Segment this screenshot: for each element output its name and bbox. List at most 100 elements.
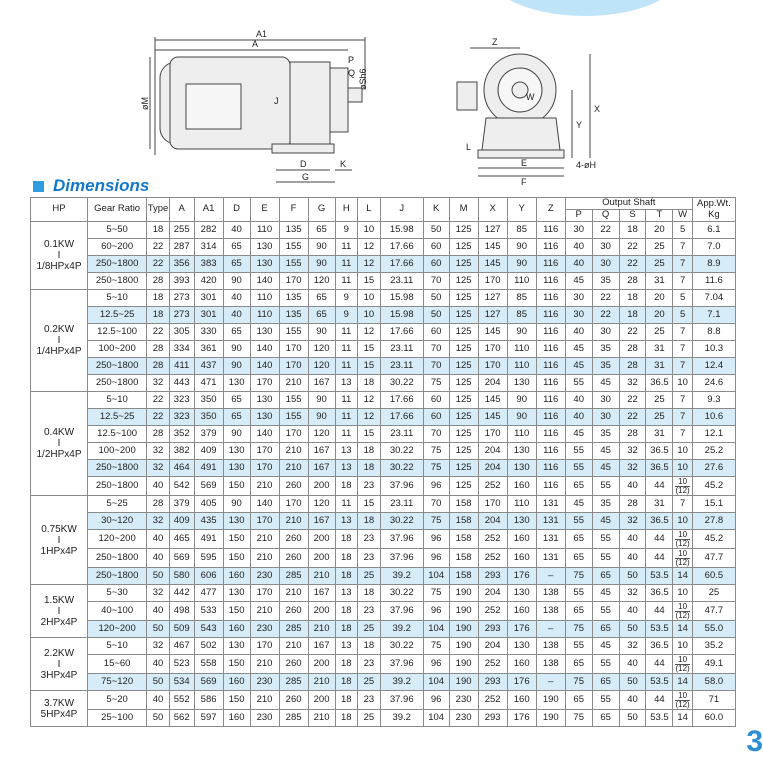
- table-cell: 18: [357, 374, 381, 392]
- table-cell: 287: [168, 238, 195, 256]
- table-cell: 96: [422, 601, 450, 621]
- table-cell: 50: [146, 673, 170, 691]
- table-cell: 45.2: [691, 476, 737, 496]
- table-cell: 190: [448, 637, 479, 655]
- table-cell: 116: [535, 408, 566, 426]
- table-cell: 285: [278, 567, 309, 585]
- table-cell: 44: [645, 476, 674, 496]
- table-cell: 36.5: [645, 459, 674, 477]
- table-cell: 55: [564, 442, 593, 460]
- fraction-value: 10(12): [675, 477, 690, 495]
- dimension-drawings: A1 A P Q øSh6 øM J D G K Z W X Y L E F 4…: [140, 29, 600, 187]
- table-cell: 285: [278, 673, 309, 691]
- drawing-label-y: Y: [576, 120, 582, 130]
- table-cell: 40: [564, 323, 593, 341]
- table-cell: 18: [334, 567, 359, 585]
- table-cell: 40: [618, 476, 647, 496]
- table-cell: 210: [307, 709, 336, 727]
- table-cell: 176: [506, 620, 537, 638]
- table-cell: 22: [618, 391, 647, 409]
- table-cell: 138: [535, 584, 566, 602]
- gear-ratio-cell: 250~1800: [87, 374, 148, 392]
- table-cell: 30.22: [379, 584, 424, 602]
- table-cell: 6.1: [691, 221, 737, 239]
- table-cell: 125: [448, 357, 479, 375]
- table-cell: 22: [591, 289, 620, 307]
- table-cell: 85: [506, 289, 537, 307]
- table-cell: 18: [357, 442, 381, 460]
- table-cell: 350: [193, 408, 224, 426]
- table-cell: 467: [168, 637, 195, 655]
- header-shaft-p: P: [564, 209, 593, 222]
- table-cell: 36.5: [645, 584, 674, 602]
- table-cell: 116: [535, 442, 566, 460]
- table-cell: 125: [448, 221, 479, 239]
- table-cell: 75: [422, 374, 450, 392]
- drawing-label-p: P: [348, 55, 354, 65]
- table-cell: 210: [249, 601, 280, 621]
- header-h: H: [334, 197, 359, 222]
- table-cell: 11: [334, 425, 359, 443]
- table-cell: 17.66: [379, 323, 424, 341]
- header-weight-line2: Kg: [708, 208, 720, 220]
- gear-ratio-cell: 100~200: [87, 442, 148, 460]
- table-cell: 200: [307, 654, 336, 674]
- table-cell: 7: [672, 255, 693, 273]
- table-cell: 90: [222, 272, 251, 290]
- table-cell: 130: [249, 408, 280, 426]
- table-cell: 75: [422, 584, 450, 602]
- table-cell: 170: [249, 374, 280, 392]
- table-cell: 8.9: [691, 255, 737, 273]
- table-cell: 18: [334, 673, 359, 691]
- table-cell: 160: [506, 529, 537, 549]
- header-shaft-s: S: [618, 209, 647, 222]
- table-cell: 7.04: [691, 289, 737, 307]
- table-cell: 32: [146, 584, 170, 602]
- fraction-value: 10(12): [675, 602, 690, 620]
- table-cell: 210: [307, 673, 336, 691]
- gear-ratio-cell: 5~30: [87, 584, 148, 602]
- table-cell: 10: [357, 289, 381, 307]
- table-cell: 53.5: [645, 620, 674, 638]
- header-e: E: [249, 197, 280, 222]
- hp-line: I: [57, 658, 61, 670]
- table-cell: 30: [564, 306, 593, 324]
- table-cell: 10: [357, 221, 381, 239]
- table-cell: 12: [357, 391, 381, 409]
- drawing-label-a1: A1: [256, 29, 267, 39]
- table-cell: 18: [334, 690, 359, 710]
- table-cell: 9: [334, 289, 359, 307]
- drawing-label-d: D: [300, 159, 307, 169]
- gear-ratio-cell: 75~120: [87, 673, 148, 691]
- table-cell: 53.5: [645, 709, 674, 727]
- table-cell: 96: [422, 476, 450, 496]
- table-cell: 53.5: [645, 673, 674, 691]
- header-l: L: [357, 197, 381, 222]
- table-cell: 15: [357, 495, 381, 513]
- gear-ratio-cell: 120~200: [87, 529, 148, 549]
- table-cell: 130: [506, 442, 537, 460]
- table-cell: 158: [448, 495, 479, 513]
- table-cell: 110: [506, 495, 537, 513]
- table-cell: 116: [535, 221, 566, 239]
- table-cell: 293: [477, 620, 508, 638]
- table-cell: 150: [222, 548, 251, 568]
- table-cell: 10(12): [672, 654, 693, 674]
- table-cell: 200: [307, 690, 336, 710]
- table-cell: 25: [645, 255, 674, 273]
- table-cell: 11: [334, 391, 359, 409]
- table-cell: 75: [564, 709, 593, 727]
- table-cell: 110: [506, 357, 537, 375]
- table-cell: 37.96: [379, 548, 424, 568]
- table-cell: 7: [672, 272, 693, 290]
- table-cell: 110: [249, 221, 280, 239]
- table-cell: 40: [618, 601, 647, 621]
- table-cell: 140: [249, 340, 280, 358]
- table-cell: 104: [422, 709, 450, 727]
- table-cell: 204: [477, 512, 508, 530]
- table-cell: 40: [564, 238, 593, 256]
